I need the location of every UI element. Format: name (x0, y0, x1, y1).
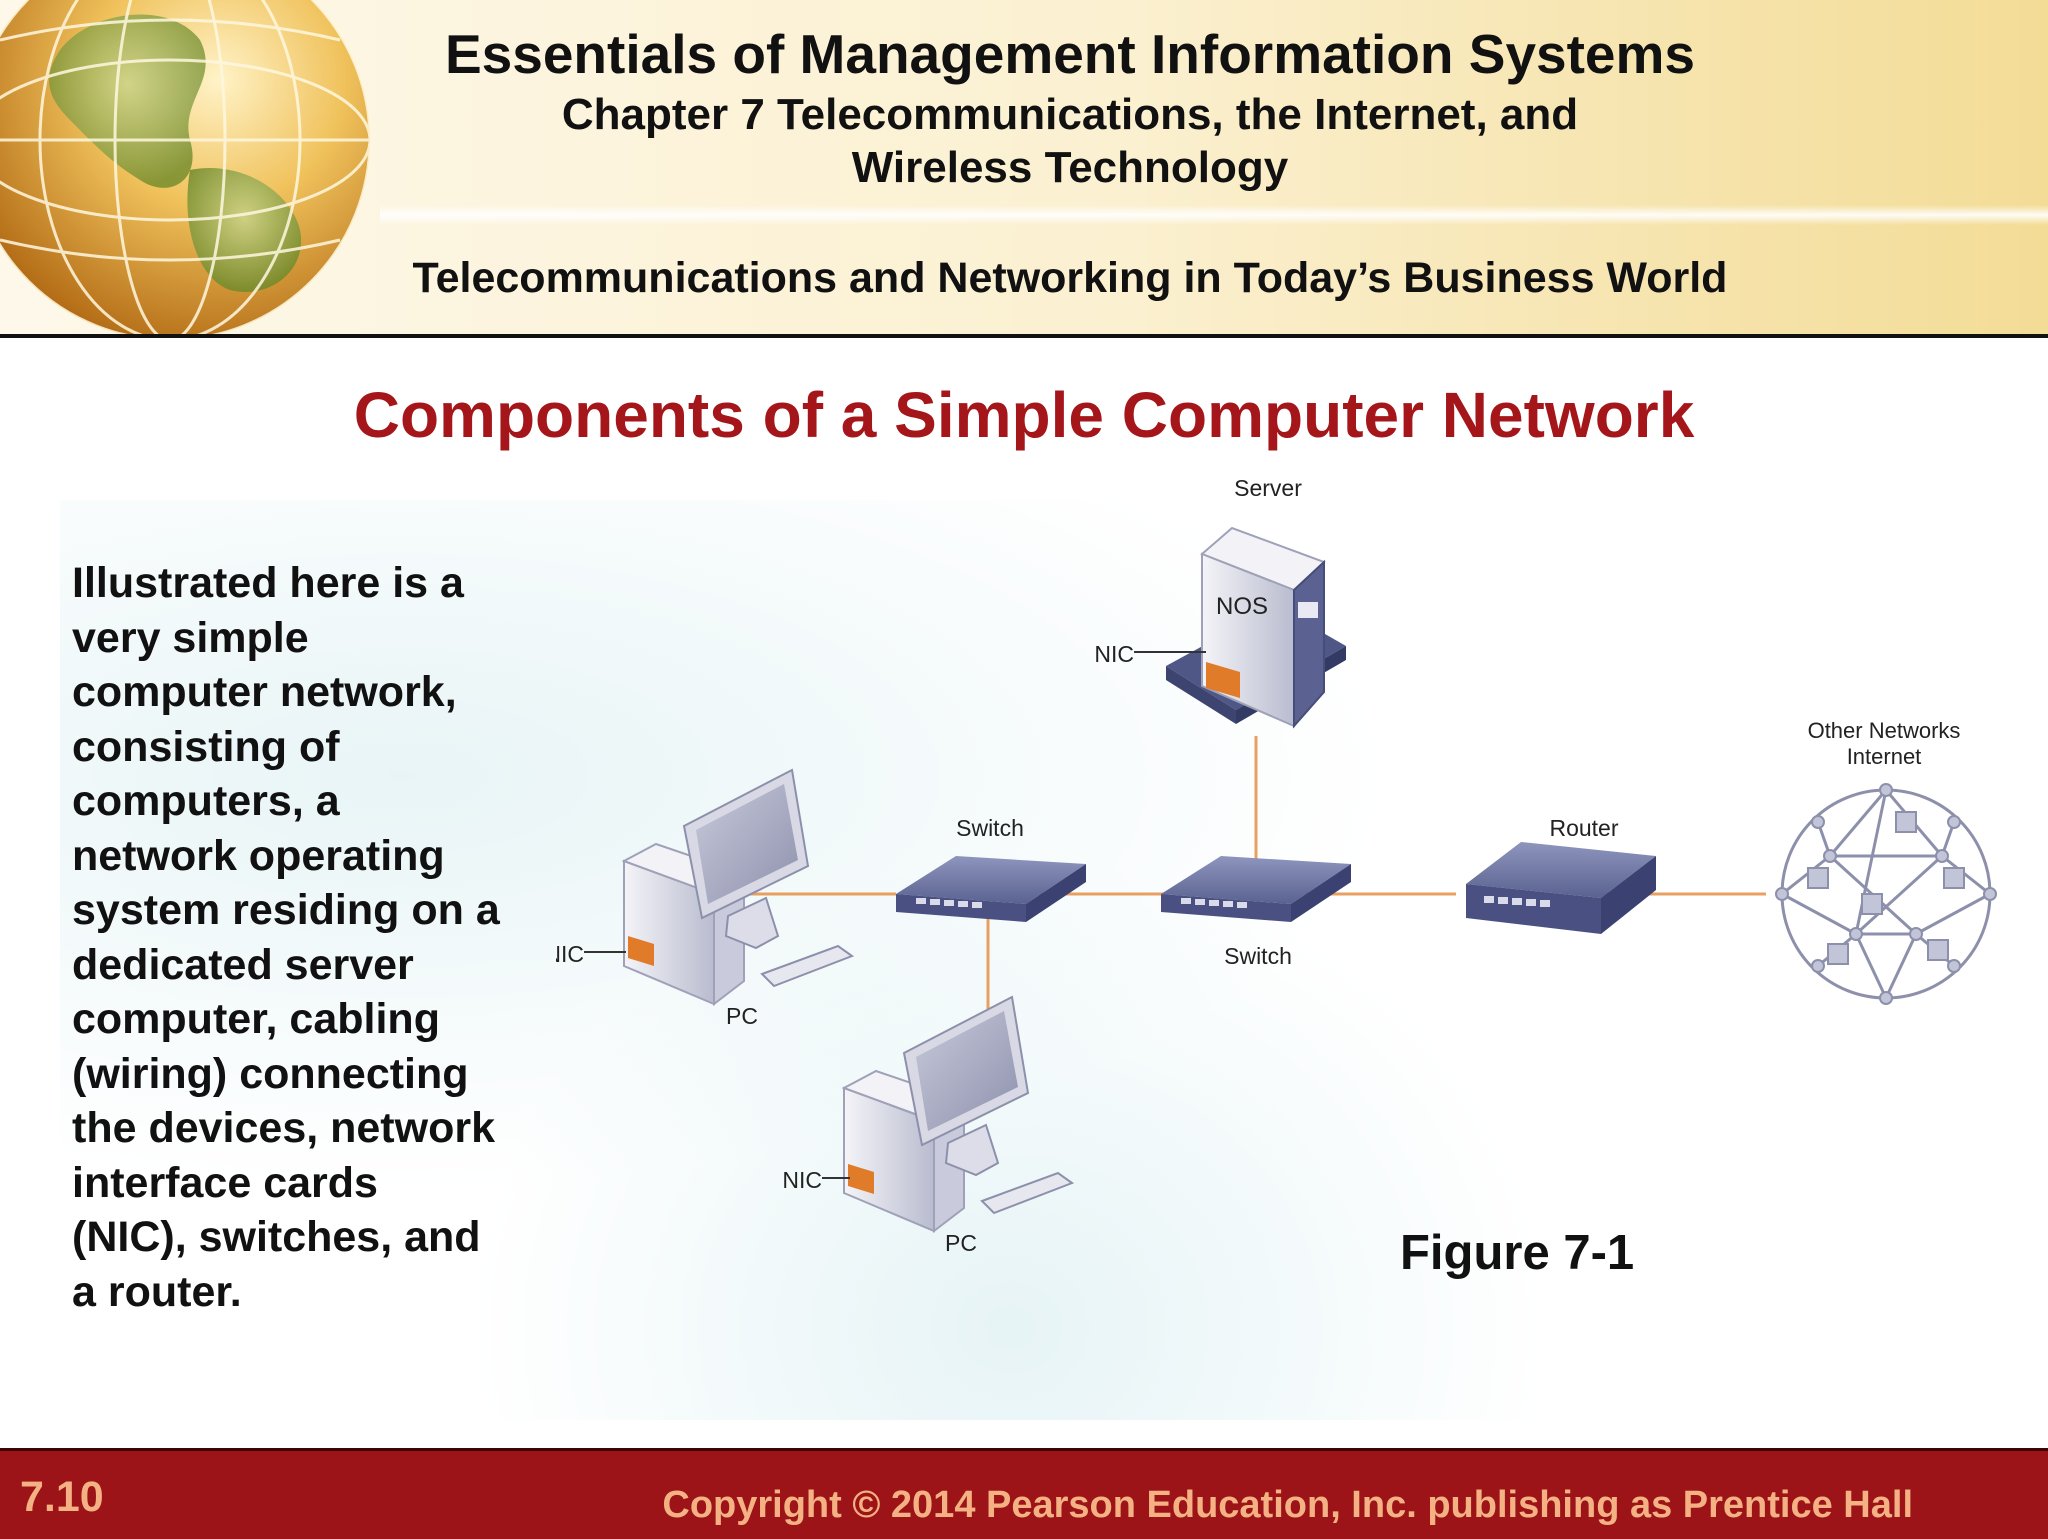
body-text-line: computer network, (72, 668, 457, 716)
nos-label: NOS (1216, 593, 1268, 620)
body-text-line: system residing on a (72, 886, 500, 934)
body-text-line: Illustrated here is a (72, 559, 464, 607)
book-title: Essentials of Management Information Sys… (444, 23, 1696, 85)
body-text-line: (wiring) connecting (72, 1049, 469, 1098)
internet-nodes (1775, 783, 1997, 1005)
body-text-line: the devices, network (72, 1104, 495, 1152)
header-divider (0, 334, 2048, 338)
header-sheen (380, 205, 2048, 225)
router-icon (1466, 842, 1656, 934)
switch-icon (896, 856, 1086, 922)
nic-label-server: NIC (1094, 641, 1134, 667)
body-text-line: computers, a (72, 777, 340, 825)
body-text-line: network operating (72, 831, 445, 880)
server-label: Server (1234, 475, 1302, 501)
slide-number: 7.10 (20, 1473, 104, 1521)
chapter-title-line-1: Chapter 7 Telecommunications, the Intern… (561, 90, 1579, 139)
pc-label-bottom: PC (945, 1230, 977, 1256)
slide-body-text: Illustrated here is a very simple comput… (72, 556, 542, 1319)
router-label: Router (1549, 815, 1618, 841)
background-watermark (60, 500, 1960, 1420)
body-text-line: a router. (72, 1267, 242, 1316)
nic-label-pc-bottom: NIC (782, 1167, 822, 1193)
body-text-line: computer, cabling (72, 995, 440, 1043)
body-text-line: consisting of (72, 722, 340, 771)
body-text-line: very simple (72, 613, 309, 662)
nic-label-pc-left: NIC (556, 941, 584, 967)
switch-label-center: Switch (1224, 943, 1292, 969)
globe-icon (0, 0, 372, 334)
slide-footer: 7.10 Copyright © 2014 Pearson Education,… (0, 1448, 2048, 1539)
body-text-line: interface cards (72, 1158, 378, 1207)
body-text-line: (NIC), switches, and (72, 1213, 481, 1261)
pc-icon (621, 768, 855, 1007)
switch-icon (1161, 856, 1351, 922)
chapter-title-line-2: Wireless Technology (851, 143, 1289, 192)
slide-title: Components of a Simple Computer Network (353, 379, 1695, 451)
pc-icon (841, 995, 1075, 1234)
internet-label: Internet (1847, 744, 1922, 769)
copyright-notice: Copyright © 2014 Pearson Education, Inc.… (662, 1484, 1913, 1526)
slide-header: Essentials of Management Information Sys… (0, 0, 2048, 334)
pc-label-left: PC (726, 1003, 758, 1029)
section-title: Telecommunications and Networking in Tod… (412, 254, 1728, 302)
other-networks-label: Other Networks (1808, 718, 1961, 743)
switch-label-left: Switch (956, 815, 1024, 841)
server-icon (1166, 526, 1346, 729)
body-text-line: dedicated server (72, 940, 414, 989)
figure-label: Figure 7-1 (1400, 1226, 1635, 1280)
network-diagram: Server NOS NIC Switch Switch Router NIC … (556, 475, 1997, 1256)
